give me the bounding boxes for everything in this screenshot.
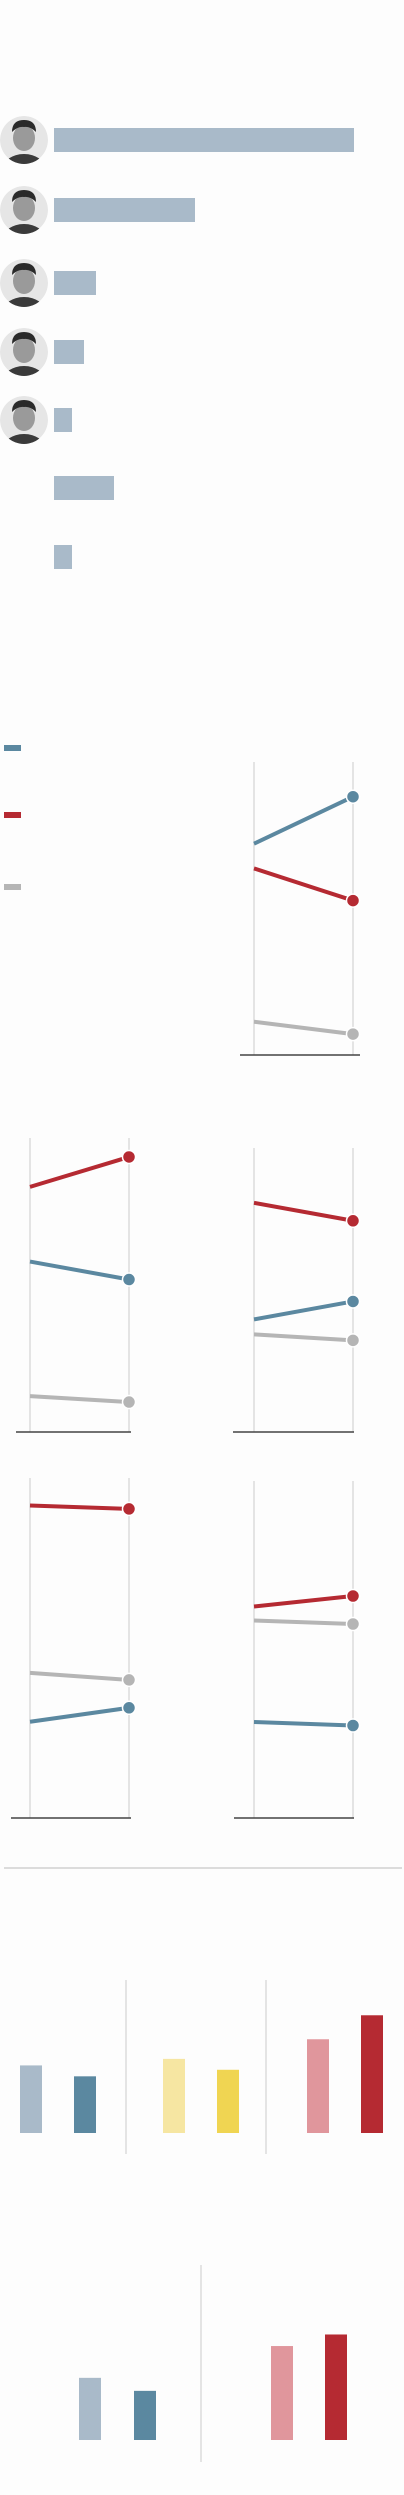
- portrait-hair: [12, 263, 36, 275]
- horizontal-bar-chart: [0, 116, 354, 569]
- portrait-face: [13, 268, 35, 294]
- portrait-fill: [0, 259, 48, 307]
- series-endpoint-blue: [345, 1718, 361, 1733]
- person-portrait-icon: [0, 116, 48, 164]
- series-endpoint-red: [121, 1501, 137, 1517]
- person-portrait-icon: [0, 259, 48, 307]
- series-endpoint-red: [345, 893, 361, 908]
- series-endpoint-blue: [345, 1294, 361, 1309]
- column: [134, 2390, 156, 2440]
- bar: [54, 271, 96, 295]
- slope-charts: [11, 762, 361, 1819]
- portrait-hair: [12, 332, 36, 344]
- portrait-fill: [0, 116, 48, 164]
- portrait-fill: [0, 328, 48, 376]
- series-line-blue: [253, 1720, 354, 1728]
- bar: [54, 545, 72, 569]
- portrait-hair: [12, 120, 36, 132]
- legend-swatch-gray: [4, 884, 21, 890]
- line-chart-legend: [4, 745, 21, 890]
- series-line-gray: [253, 1332, 354, 1343]
- slope-chart: [11, 1478, 137, 1819]
- slope-chart: [234, 1481, 361, 1819]
- series-line-gray: [29, 1670, 130, 1682]
- series-endpoint-red: [345, 1213, 361, 1229]
- series-endpoint-blue: [121, 1272, 137, 1287]
- series-endpoint-blue: [121, 1700, 137, 1716]
- bar: [54, 340, 84, 364]
- series-line-red: [253, 1594, 354, 1609]
- series-line-blue: [29, 1705, 130, 1724]
- portrait-shoulders: [2, 366, 46, 376]
- person-portrait-icon: [0, 396, 48, 444]
- series-endpoint-red: [121, 1149, 137, 1165]
- series-line-blue: [253, 794, 354, 846]
- portrait-face: [13, 195, 35, 221]
- column: [163, 2058, 185, 2133]
- series-line-blue: [253, 1299, 354, 1322]
- series-endpoint-gray: [121, 1394, 137, 1410]
- portrait-fill: [0, 396, 48, 444]
- portrait-shoulders: [2, 224, 46, 234]
- bar: [54, 408, 72, 432]
- series-line-red: [29, 1155, 130, 1189]
- portrait-face: [13, 337, 35, 363]
- portrait-shoulders: [2, 297, 46, 307]
- series-line-gray: [253, 1618, 354, 1626]
- bar: [54, 476, 114, 500]
- legend-swatch-red: [4, 812, 21, 818]
- series-endpoint-gray: [345, 1026, 361, 1042]
- column: [325, 2334, 347, 2440]
- portrait-hair: [12, 400, 36, 412]
- series-endpoint-blue: [345, 789, 361, 804]
- column: [79, 2377, 101, 2440]
- slope-chart: [233, 1148, 361, 1433]
- bar: [54, 198, 195, 222]
- column-charts: [20, 1980, 383, 2462]
- series-line-gray: [253, 1019, 354, 1037]
- series-endpoint-red: [345, 1588, 361, 1604]
- column: [74, 2076, 96, 2133]
- portrait-shoulders: [2, 434, 46, 444]
- column: [361, 2015, 383, 2133]
- person-portrait-icon: [0, 328, 48, 376]
- series-endpoint-gray: [345, 1616, 361, 1632]
- portrait-face: [13, 405, 35, 431]
- portrait-hair: [12, 190, 36, 202]
- portrait-shoulders: [2, 154, 46, 164]
- series-line-red: [29, 1503, 130, 1511]
- column: [307, 2039, 329, 2133]
- column: [20, 2065, 42, 2133]
- bar: [54, 128, 354, 152]
- portrait-fill: [0, 186, 48, 234]
- series-endpoint-gray: [121, 1672, 137, 1688]
- column: [271, 2346, 293, 2440]
- series-endpoint-gray: [345, 1333, 361, 1348]
- series-line-red: [253, 1200, 354, 1223]
- portrait-face: [13, 125, 35, 151]
- slope-chart: [16, 1138, 137, 1433]
- series-line-gray: [29, 1394, 130, 1405]
- slope-chart: [240, 762, 361, 1056]
- series-line-red: [253, 866, 354, 903]
- legend-swatch-blue: [4, 745, 21, 751]
- series-line-blue: [29, 1259, 130, 1282]
- person-portrait-icon: [0, 186, 48, 234]
- column: [217, 2069, 239, 2133]
